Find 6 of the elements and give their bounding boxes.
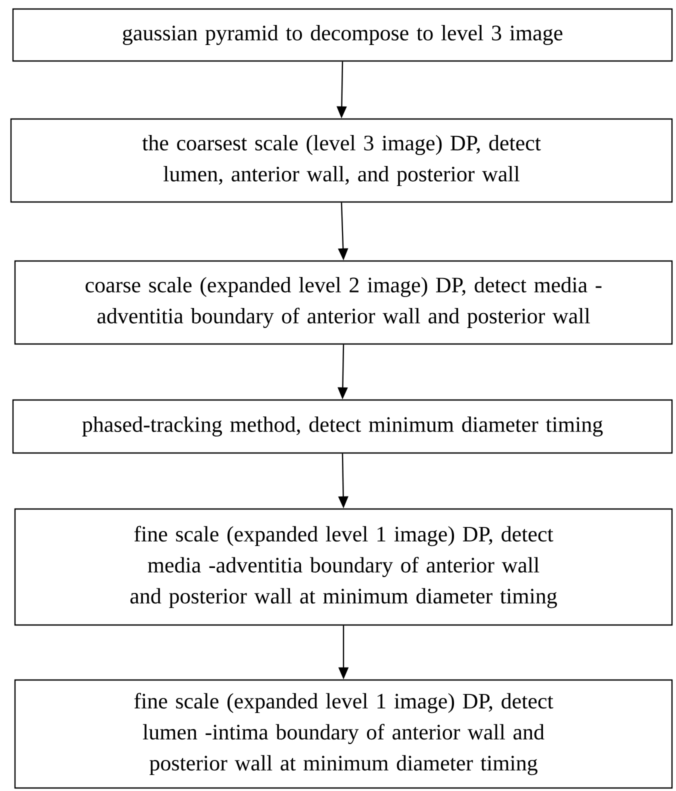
- process-box: coarse scale (expanded level 2 image) DP, detect media -adventitia boundary of anterior wall and posterior wall: [14, 260, 673, 345]
- process-box: fine scale (expanded level 1 image) DP, detect lumen -intima boundary of anterior wall and posterior wall at minimum diameter timing: [14, 679, 673, 789]
- process-box: the coarsest scale (level 3 image) DP, detect lumen, anterior wall, and posterior wall: [10, 118, 673, 203]
- process-box: fine scale (expanded level 1 image) DP, detect media -adventitia boundary of anterior wall and posterior wall at minimum diameter timing: [14, 508, 673, 626]
- process-box: gaussian pyramid to decompose to level 3 image: [12, 8, 673, 62]
- process-box: phased-tracking method, detect minimum diameter timing: [12, 399, 673, 454]
